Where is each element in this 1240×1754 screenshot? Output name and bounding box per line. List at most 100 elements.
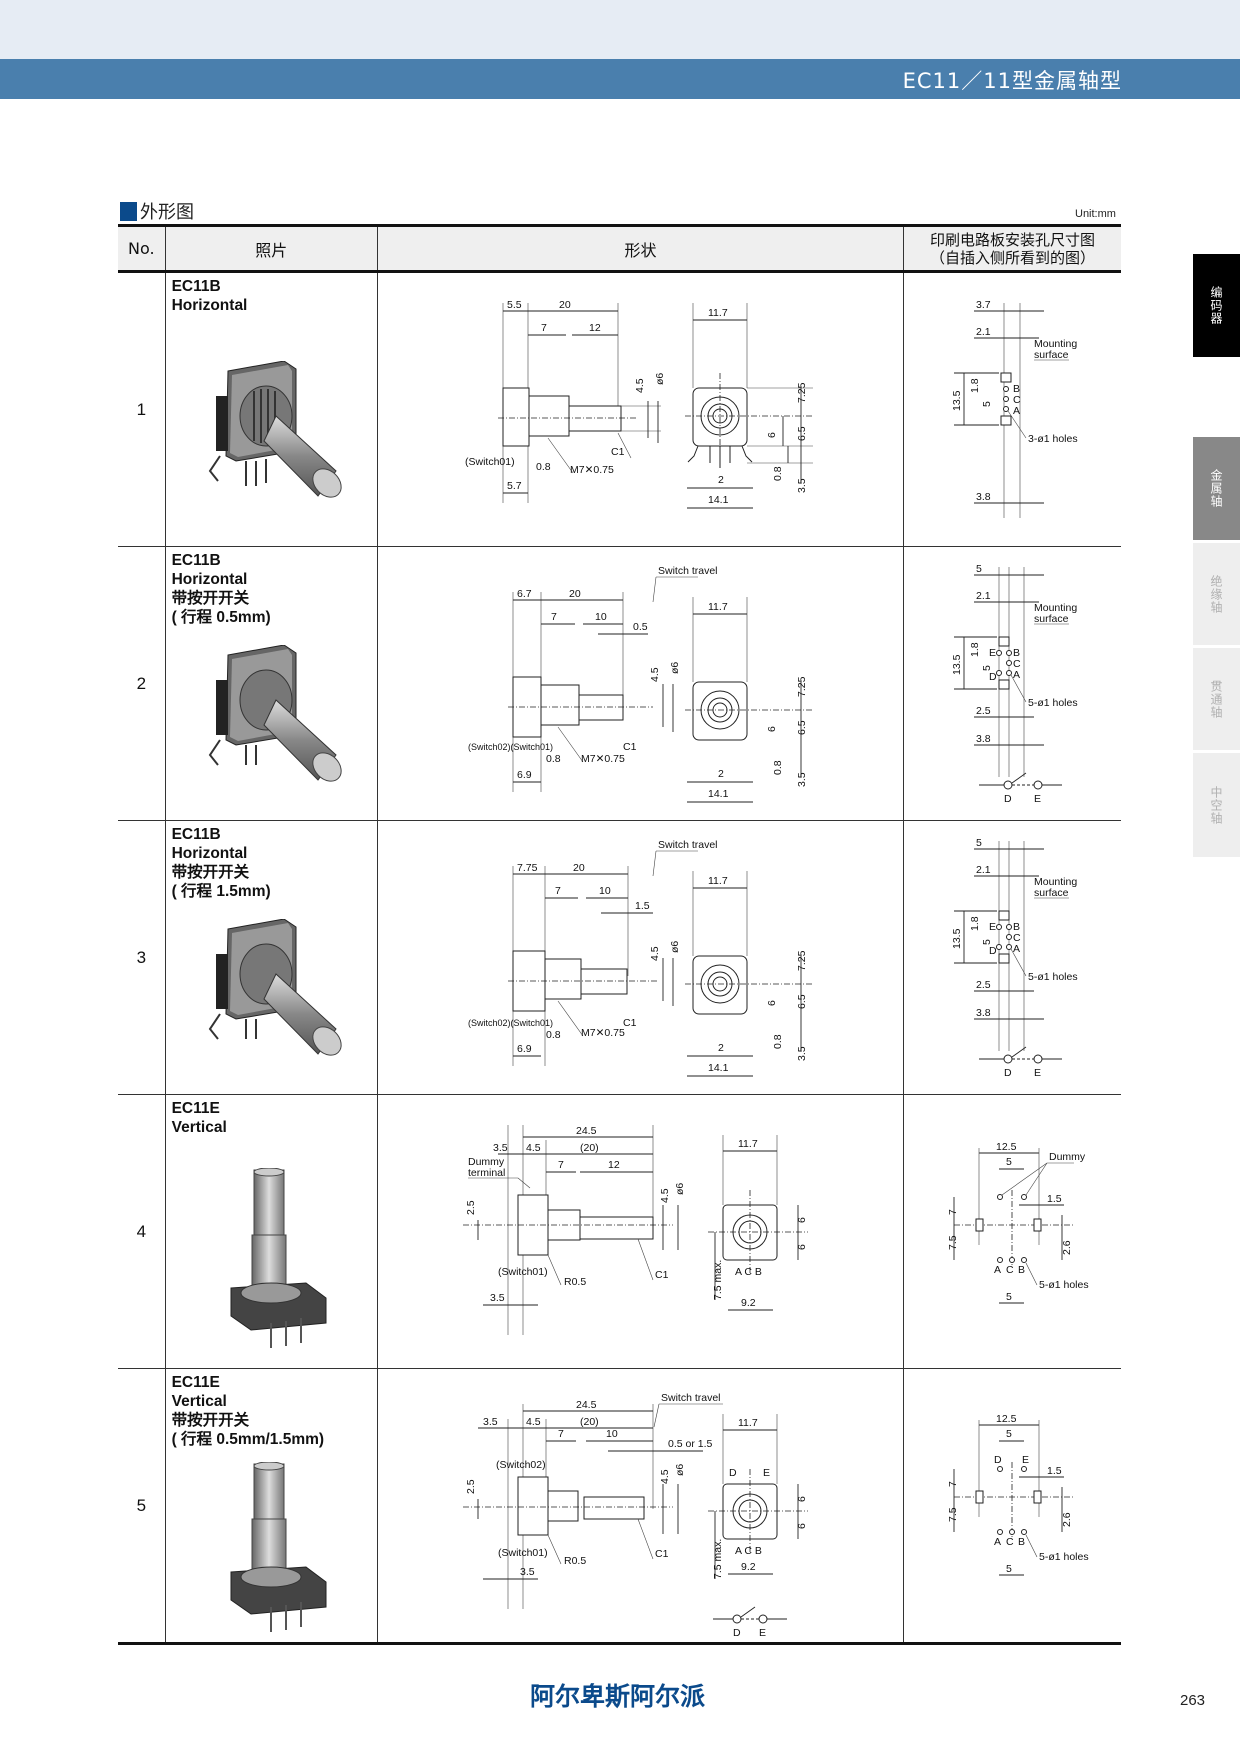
page-header-bar: EC11／11型金属轴型 — [0, 59, 1240, 99]
svg-text:12: 12 — [589, 322, 601, 334]
svg-text:0.5 or 1.5: 0.5 or 1.5 — [668, 1438, 713, 1450]
svg-text:5: 5 — [1006, 1428, 1012, 1440]
svg-text:4.5: 4.5 — [649, 667, 661, 682]
svg-text:E: E — [1034, 793, 1041, 805]
photo-cell: EC11B Horizontal — [164, 271, 379, 547]
svg-text:12: 12 — [608, 1159, 620, 1171]
row-number: 5 — [118, 1368, 166, 1645]
vertical-encoder-switch-photo — [230, 1462, 327, 1632]
section-title-text: 外形图 — [140, 202, 194, 223]
svg-text:B: B — [1013, 647, 1020, 659]
svg-text:E: E — [1034, 1067, 1041, 1079]
svg-text:6.9: 6.9 — [517, 769, 532, 781]
svg-text:6: 6 — [796, 1496, 808, 1502]
svg-text:E: E — [989, 647, 996, 659]
svg-text:6: 6 — [766, 726, 778, 732]
svg-text:Dummy: Dummy — [1049, 1151, 1086, 1163]
svg-text:(Switch02): (Switch02) — [496, 1459, 546, 1471]
svg-text:3.8: 3.8 — [976, 491, 991, 503]
svg-text:D: D — [733, 1627, 741, 1637]
svg-text:10: 10 — [595, 611, 607, 623]
side-tab-metal-shaft[interactable]: 金属轴 — [1193, 437, 1240, 540]
svg-text:2.6: 2.6 — [1061, 1240, 1073, 1255]
horizontal-encoder-switch-photo — [208, 919, 342, 1056]
svg-text:6.9: 6.9 — [517, 1043, 532, 1055]
svg-text:13.5: 13.5 — [951, 654, 963, 675]
svg-text:D: D — [1004, 1067, 1012, 1079]
side-tab-hollow-shaft[interactable]: 中空轴 — [1193, 753, 1240, 857]
svg-text:3-ø1 holes: 3-ø1 holes — [1028, 433, 1078, 445]
svg-text:5-ø1 holes: 5-ø1 holes — [1039, 1551, 1089, 1563]
svg-text:2.5: 2.5 — [976, 705, 991, 717]
svg-text:9.2: 9.2 — [741, 1297, 756, 1309]
side-tab-insulated-shaft[interactable]: 绝缘轴 — [1193, 543, 1240, 645]
side-tab-through-shaft[interactable]: 贯通轴 — [1193, 648, 1240, 750]
svg-text:surface: surface — [1034, 349, 1069, 361]
svg-text:0.8: 0.8 — [546, 753, 561, 765]
svg-text:6.7: 6.7 — [517, 588, 532, 600]
svg-text:11.7: 11.7 — [708, 307, 728, 319]
dimension-table: No. 照片 形状 印刷电路板安装孔尺寸图 （自插入侧所看到的图） 1 EC11… — [118, 224, 1121, 1645]
svg-text:3.5: 3.5 — [796, 478, 808, 493]
svg-text:A: A — [1013, 669, 1020, 681]
svg-text:3.8: 3.8 — [976, 1007, 991, 1019]
svg-text:3.5: 3.5 — [493, 1142, 508, 1154]
svg-text:D: D — [1004, 793, 1012, 805]
svg-text:terminal: terminal — [468, 1167, 505, 1179]
svg-text:A: A — [1013, 943, 1020, 955]
svg-text:3.8: 3.8 — [976, 733, 991, 745]
svg-text:Switch travel: Switch travel — [658, 839, 718, 851]
side-tab-label: 编码器 — [1209, 286, 1223, 325]
svg-text:M7✕0.75: M7✕0.75 — [581, 1027, 625, 1039]
table-row: 2 EC11B Horizontal 带按开开关 ( 行程 0.5mm) Swi… — [118, 546, 1121, 821]
photo-cell: EC11B Horizontal 带按开开关 ( 行程 0.5mm) — [164, 546, 379, 821]
svg-text:0.8: 0.8 — [772, 1034, 784, 1049]
photo-cell: EC11E Vertical 带按开开关 ( 行程 0.5mm/1.5mm) — [164, 1368, 379, 1645]
svg-text:4.5: 4.5 — [526, 1416, 541, 1428]
svg-text:4.5: 4.5 — [659, 1469, 671, 1484]
svg-text:6.5: 6.5 — [796, 720, 808, 735]
svg-text:C1: C1 — [655, 1548, 669, 1560]
svg-text:B: B — [1013, 383, 1020, 395]
svg-text:0.8: 0.8 — [772, 760, 784, 775]
svg-text:A C B: A C B — [735, 1266, 762, 1278]
svg-text:surface: surface — [1034, 613, 1069, 625]
svg-text:14.1: 14.1 — [708, 494, 729, 506]
svg-text:5: 5 — [976, 563, 982, 575]
svg-text:6: 6 — [766, 1000, 778, 1006]
horizontal-encoder-photo — [208, 361, 342, 498]
svg-text:C1: C1 — [655, 1269, 669, 1281]
col-header-pcb: 印刷电路板安装孔尺寸图 （自插入侧所看到的图） — [903, 224, 1121, 273]
svg-text:surface: surface — [1034, 887, 1069, 899]
svg-text:1.5: 1.5 — [1047, 1465, 1062, 1477]
svg-text:7: 7 — [558, 1428, 564, 1440]
svg-text:C1: C1 — [623, 1017, 637, 1029]
svg-text:14.1: 14.1 — [708, 1062, 729, 1074]
side-tab-label: 绝缘轴 — [1209, 574, 1223, 614]
svg-text:12.5: 12.5 — [996, 1141, 1017, 1153]
svg-text:6.5: 6.5 — [796, 994, 808, 1009]
svg-text:5: 5 — [1006, 1156, 1012, 1168]
svg-text:1.5: 1.5 — [635, 900, 650, 912]
svg-text:2: 2 — [718, 768, 724, 780]
svg-text:D: D — [989, 671, 997, 683]
row-number: 1 — [118, 271, 166, 547]
svg-text:(20): (20) — [580, 1416, 599, 1428]
svg-text:6: 6 — [796, 1244, 808, 1250]
svg-text:ø6: ø6 — [669, 941, 681, 953]
svg-text:B: B — [1018, 1264, 1025, 1276]
svg-text:2.1: 2.1 — [976, 326, 991, 338]
svg-text:2.1: 2.1 — [976, 864, 991, 876]
side-tab-encoder[interactable]: 编码器 — [1193, 254, 1240, 357]
svg-text:6: 6 — [796, 1523, 808, 1529]
svg-text:B: B — [1013, 921, 1020, 933]
